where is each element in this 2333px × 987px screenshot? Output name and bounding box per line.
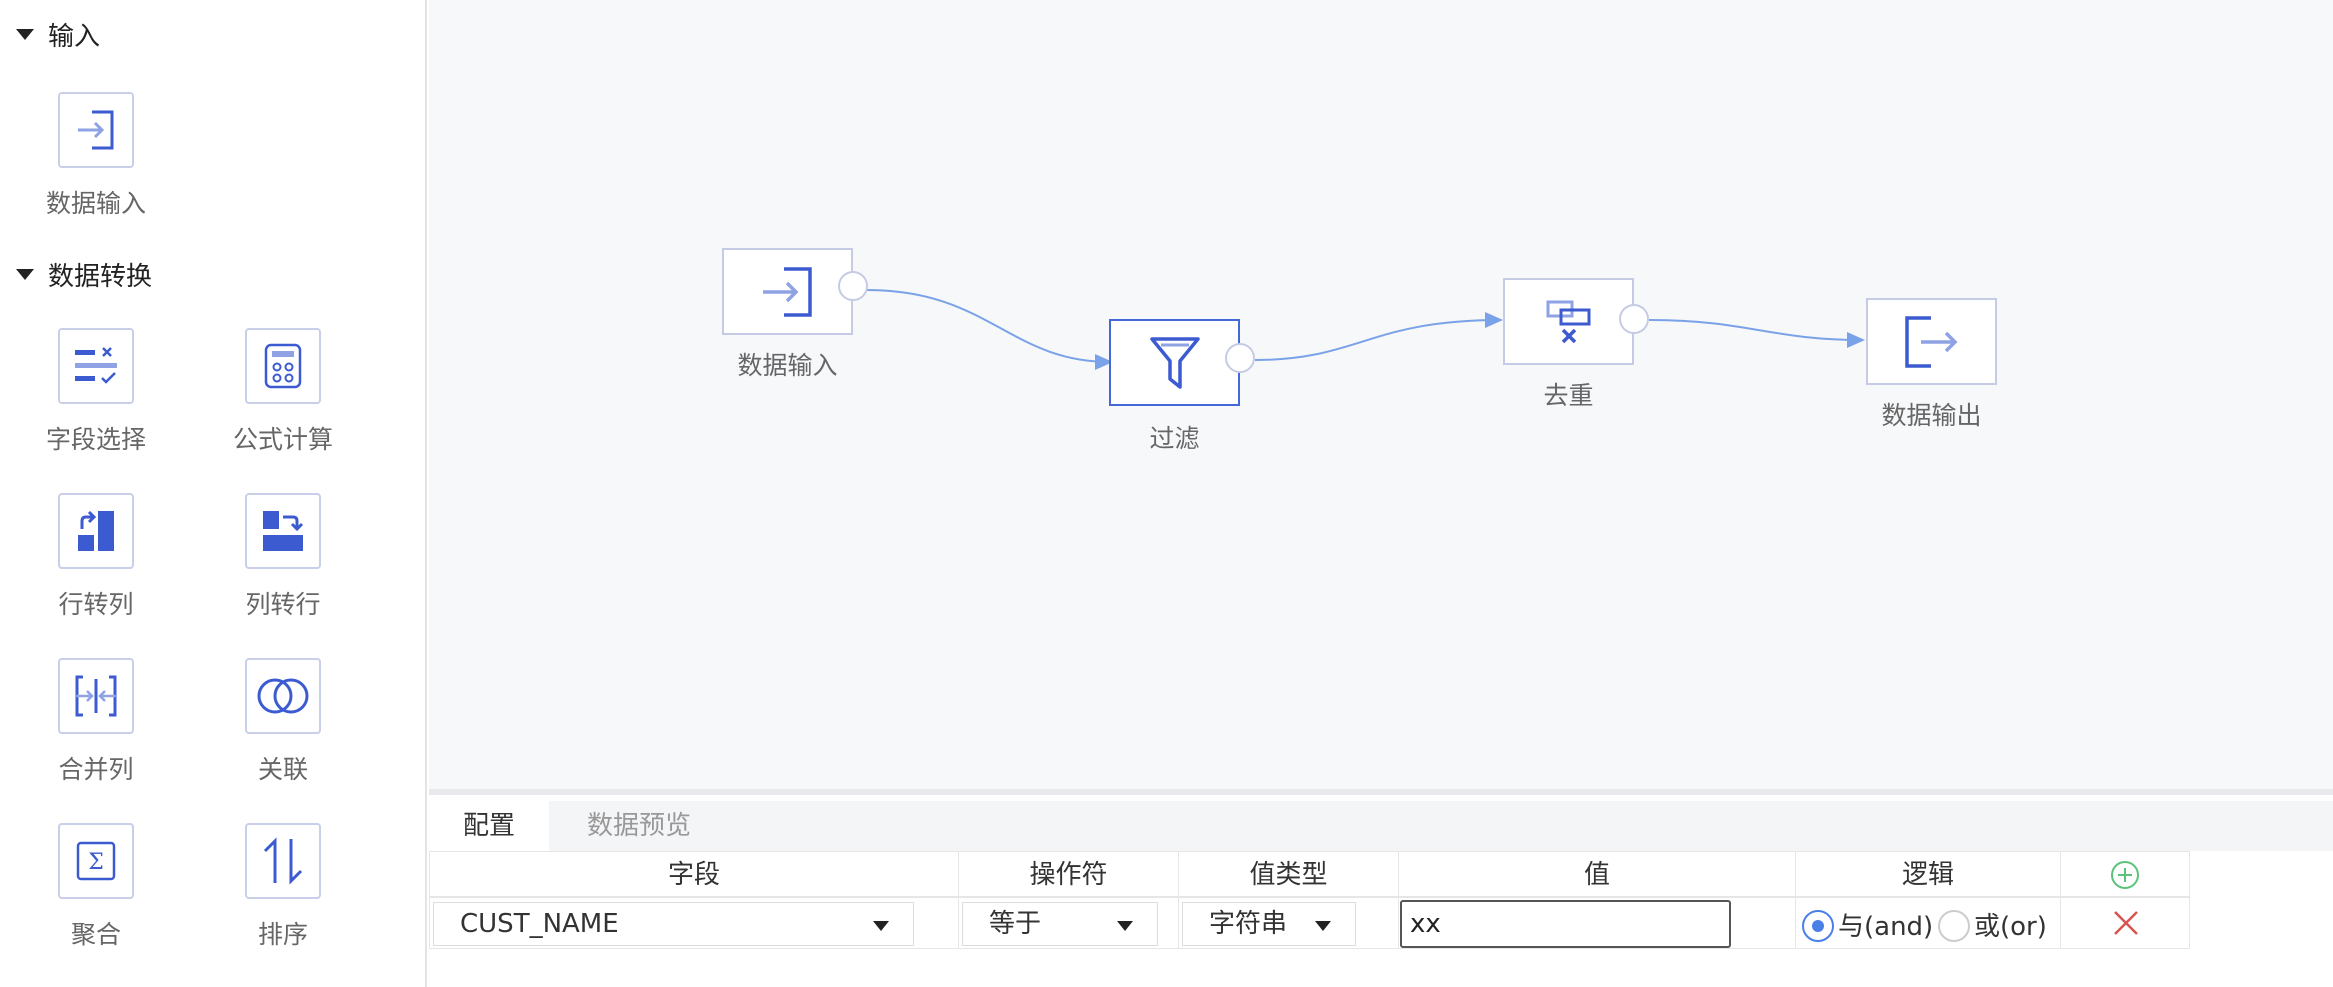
- svg-text:Σ: Σ: [88, 850, 104, 875]
- logic-or-radio[interactable]: [1938, 910, 1970, 942]
- field-select[interactable]: CUST_NAME: [433, 902, 914, 946]
- field-select-value: CUST_NAME: [460, 909, 619, 939]
- chevron-down-icon: [1117, 921, 1133, 931]
- output-port[interactable]: [838, 271, 868, 301]
- operator-select-value: 等于: [989, 909, 1042, 939]
- flow-edges: [866, 289, 1865, 370]
- tool-column-to-row[interactable]: 列转行: [203, 493, 353, 633]
- edge-input-filter[interactable]: [866, 289, 1113, 370]
- tool-label: 聚合: [70, 920, 121, 949]
- output-port[interactable]: [1619, 304, 1649, 334]
- tool-join[interactable]: 关联: [203, 658, 353, 798]
- tool-label: 关联: [257, 755, 308, 784]
- dedupe-icon: [1503, 278, 1634, 365]
- sort-icon: [245, 823, 321, 899]
- table-row-cell: 与(and) 或(or): [1795, 897, 2061, 949]
- add-row-cell: [2060, 851, 2190, 897]
- column-header-value: 值: [1398, 851, 1796, 897]
- table-row-cell: [2060, 897, 2190, 949]
- flow-canvas[interactable]: 数据输入 过滤 去重 数据输出: [429, 0, 2333, 795]
- tool-field-select[interactable]: 字段选择: [16, 328, 166, 468]
- caret-down-icon: [16, 268, 34, 280]
- output-port[interactable]: [1225, 343, 1255, 373]
- table-row-cell: 等于: [958, 897, 1179, 949]
- section-header-transform[interactable]: 数据转换: [16, 256, 152, 292]
- logic-and-radio[interactable]: [1802, 910, 1834, 942]
- tool-label: 行转列: [58, 590, 134, 619]
- logic-or-label[interactable]: 或(or): [1974, 912, 2047, 942]
- login-icon: [58, 92, 134, 168]
- tab-config[interactable]: 配置: [429, 801, 550, 851]
- tool-merge-columns[interactable]: 合并列: [16, 658, 166, 798]
- value-type-select[interactable]: 字符串: [1182, 902, 1356, 946]
- sigma-icon: Σ: [58, 823, 134, 899]
- column-header-operator: 操作符: [958, 851, 1179, 897]
- tool-label: 合并列: [58, 755, 134, 784]
- table-row-cell: CUST_NAME: [429, 897, 959, 949]
- tab-data-preview[interactable]: 数据预览: [587, 811, 692, 841]
- chevron-down-icon: [873, 921, 889, 931]
- plus-circle-icon[interactable]: [2109, 859, 2141, 891]
- row-to-column-icon: [58, 493, 134, 569]
- edge-dedupe-output[interactable]: [1648, 319, 1865, 348]
- node-label: 数据输出: [1881, 401, 1982, 430]
- tool-sort[interactable]: 排序: [203, 823, 353, 963]
- node-label: 去重: [1543, 381, 1594, 410]
- join-icon: [245, 658, 321, 734]
- tool-label: 数据输入: [45, 189, 146, 218]
- table-row-cell: [1398, 897, 1796, 949]
- edge-filter-dedupe[interactable]: [1254, 312, 1503, 361]
- section-title: 输入: [48, 21, 101, 52]
- node-label: 过滤: [1149, 424, 1200, 453]
- close-icon[interactable]: [2111, 908, 2141, 938]
- field-select-icon: [58, 328, 134, 404]
- login-icon: [722, 248, 853, 335]
- column-header-field: 字段: [429, 851, 959, 897]
- tool-label: 列转行: [245, 590, 321, 619]
- tool-aggregate[interactable]: Σ 聚合: [16, 823, 166, 963]
- node-label: 数据输入: [737, 351, 838, 380]
- chevron-down-icon: [1315, 921, 1331, 931]
- panel-tabs: 配置 数据预览: [429, 801, 2333, 851]
- operator-select[interactable]: 等于: [962, 902, 1158, 946]
- logic-and-label[interactable]: 与(and): [1838, 912, 1934, 942]
- logout-icon: [1866, 298, 1997, 385]
- caret-down-icon: [16, 28, 34, 40]
- tool-label: 字段选择: [45, 425, 146, 454]
- config-panel: 配置 数据预览 字段 操作符 值类型 值 逻辑 CUST_NAME 等于 字符串…: [429, 801, 2333, 987]
- tool-formula[interactable]: 公式计算: [203, 328, 353, 468]
- funnel-icon: [1109, 319, 1240, 406]
- merge-columns-icon: [58, 658, 134, 734]
- calculator-icon: [245, 328, 321, 404]
- component-sidebar: 输入 数据输入 数据转换 字段选择 公式计算 行转列 列转行: [0, 0, 427, 987]
- section-header-input[interactable]: 输入: [16, 16, 100, 52]
- tool-label: 公式计算: [232, 425, 333, 454]
- tool-data-input[interactable]: 数据输入: [16, 92, 166, 232]
- column-to-row-icon: [245, 493, 321, 569]
- value-input[interactable]: [1400, 900, 1731, 948]
- column-header-value-type: 值类型: [1178, 851, 1399, 897]
- tool-row-to-column[interactable]: 行转列: [16, 493, 166, 633]
- tool-label: 排序: [257, 920, 308, 949]
- value-type-select-value: 字符串: [1209, 909, 1288, 939]
- section-title: 数据转换: [48, 261, 153, 292]
- column-header-logic: 逻辑: [1795, 851, 2061, 897]
- table-row-cell: 字符串: [1178, 897, 1399, 949]
